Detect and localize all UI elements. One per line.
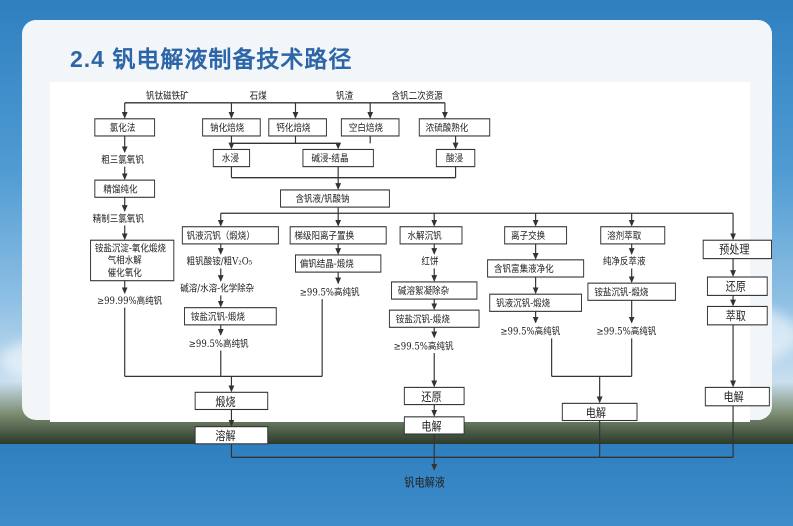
branch-ion-displacement: 梯级阳离子置换 偏钒结晶-煅烧 ≥99.5%高纯钒 [289, 226, 387, 377]
pretreat-box [702, 239, 772, 260]
pretreat-box [706, 276, 768, 296]
roasting-box [418, 118, 491, 137]
chlorination-step: 精馏纯化 [103, 183, 137, 196]
chlorination-step: 精制三氯氧钒 [93, 212, 144, 225]
process-label: 电解 [723, 389, 743, 404]
branch-solvent-extraction: 溶剂萃取 纯净反萃液 铵盐沉钒-煅烧 ≥99.5%高纯钒 [587, 226, 676, 377]
process-nodes: 煅烧 溶解 还原 电解 电解 [194, 386, 734, 471]
leaching-label: 水浸 [222, 152, 239, 165]
roasting-label: 钙化焙烧 [276, 121, 310, 134]
flow-diagram-canvas: 钒钛磁铁矿 石煤 钒渣 含钒二次资源 氯化法 钠化焙烧 钙化焙烧 空白焙烧 浓硫… [90, 90, 772, 490]
source-label: 钒钛磁铁矿 [146, 90, 189, 103]
branch-step: 铵盐沉钒-煅烧 [191, 310, 245, 323]
branch-step: 碱溶/水溶-化学除杂 [180, 282, 254, 295]
branch-box [181, 226, 279, 245]
source-label: 钒渣 [336, 90, 353, 103]
branch-result: ≥99.5%高纯钒 [596, 325, 656, 338]
roasting-label: 空白焙烧 [349, 121, 383, 134]
branch-box [183, 307, 277, 326]
leaching-label: 酸浸 [446, 153, 463, 165]
pretreatment-column: 预处理 还原 萃取 电解 [702, 239, 772, 458]
branch-box [399, 226, 463, 245]
solution-label: 含钒液/钒酸钠 [295, 193, 349, 206]
roasting-label: 钠化焙烧 [210, 121, 244, 134]
chlorination-step: 粗三氯氧钒 [101, 153, 144, 166]
leaching-row: 水浸 碱浸-结晶 酸浸 [212, 135, 476, 190]
pretreat-label: 还原 [726, 280, 746, 294]
branch-precipitation: 钒液沉钒（煅烧） 粗钒酸铵/粗V₂O₅ 碱溶/水溶-化学除杂 铵盐沉钒-煅烧 ≥… [180, 226, 279, 377]
branch-step: 离子交换 [511, 229, 545, 242]
branch-step: 纯净反萃液 [603, 255, 646, 268]
branch-step: 碱溶絮凝除杂 [398, 285, 449, 298]
process-label: 电解 [586, 405, 606, 420]
branch-result: ≥99.5%高纯钒 [300, 286, 360, 299]
source-label: 含钒二次资源 [392, 90, 443, 103]
branch-step: 铵盐沉钒-煅烧 [594, 286, 648, 299]
roasting-box [268, 118, 327, 137]
branch-step: 溶剂萃取 [607, 229, 641, 242]
branch-step: 梯级阳离子置换 [294, 229, 354, 242]
branch-step: 偏钒结晶-煅烧 [300, 258, 354, 271]
electrolysis-box [704, 386, 770, 407]
source-labels: 钒钛磁铁矿 石煤 钒渣 含钒二次资源 [146, 90, 443, 103]
chlorination-step: 气相水解 [108, 254, 142, 267]
branch-step: 钒液沉钒-煅烧 [496, 297, 550, 310]
slide-title: 2.4 钒电解液制备技术路径 [70, 46, 353, 72]
product-node: 钒电解液 [404, 475, 445, 490]
pretreat-label: 萃取 [726, 309, 746, 323]
source-label: 石煤 [250, 90, 267, 103]
product-label: 钒电解液 [404, 475, 445, 490]
source-connectors [121, 102, 448, 119]
merge-lines [124, 375, 632, 404]
chlorination-result: ≥99.99%高纯钒 [97, 294, 162, 307]
roasting-row: 氯化法 钠化焙烧 钙化焙烧 空白焙烧 浓硫酸熟化 [94, 118, 491, 137]
chlorination-step: 催化氧化 [108, 266, 142, 279]
flow-diagram: 钒钛磁铁矿 石煤 钒渣 含钒二次资源 氯化法 钠化焙烧 钙化焙烧 空白焙烧 浓硫… [50, 82, 772, 490]
process-label: 煅烧 [215, 394, 235, 409]
pretreat-label: 预处理 [719, 243, 749, 257]
process-label: 还原 [421, 390, 441, 404]
pretreat-box [706, 305, 768, 326]
solution-box [280, 189, 390, 208]
roasting-label: 浓硫酸熟化 [426, 121, 469, 134]
process-label: 电解 [421, 419, 441, 434]
branch-ion-exchange: 离子交换 含钒富集液净化 钒液沉钒-煅烧 ≥99.5%高纯钒 [487, 226, 585, 377]
branch-result: ≥99.5%高纯钒 [394, 340, 454, 353]
chlorination-step: 铵盐沉淀-氧化煅烧 [95, 242, 166, 255]
branch-result: ≥99.5%高纯钒 [189, 337, 249, 350]
branch-hydrolysis: 水解沉钒 红饼 碱溶絮凝除杂 铵盐沉钒-煅烧 ≥99.5%高纯钒 [388, 226, 480, 388]
branch-step: 含钒富集液净化 [494, 263, 554, 276]
chlorination-column: 粗三氯氧钒 精馏纯化 精制三氯氧钒 铵盐沉淀-氧化煅烧 气相水解 催化氧化 ≥9… [90, 135, 175, 377]
roasting-label: 氯化法 [110, 121, 136, 134]
chlorination-box [90, 239, 175, 282]
branch-box [600, 226, 666, 245]
branch-step: 钒液沉钒（煅烧） [187, 229, 255, 242]
branch-step: 粗钒酸铵/粗V₂O₅ [187, 255, 253, 268]
branch-step: 铵盐沉钒-煅烧 [396, 313, 450, 326]
leaching-label: 碱浸-结晶 [311, 152, 348, 165]
branch-step: 红饼 [421, 255, 438, 268]
process-label: 溶解 [215, 428, 235, 443]
branch-result: ≥99.5%高纯钒 [500, 325, 560, 338]
solution-node: 含钒液/钒酸钠 [217, 189, 737, 241]
branch-step: 水解沉钒 [408, 229, 442, 242]
